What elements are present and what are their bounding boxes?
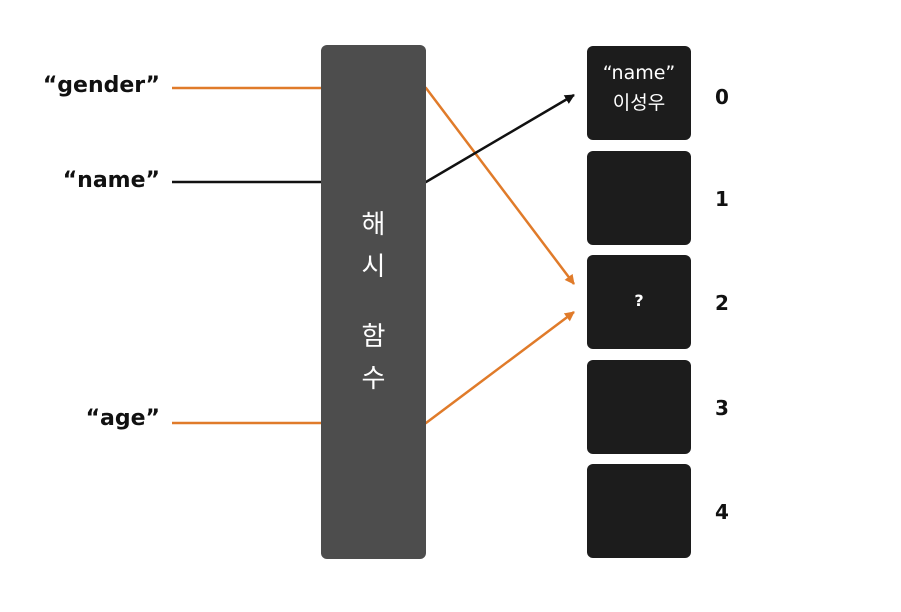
key-age: “age”: [85, 406, 160, 431]
bucket-0-value: 이성우: [612, 92, 666, 114]
bucket-1: [587, 151, 691, 245]
index-2: 2: [715, 291, 729, 315]
bucket-2: ?: [587, 255, 691, 349]
key-gender: “gender”: [42, 73, 160, 98]
gender-arrow: [172, 86, 575, 285]
hash-function-box: 해 시 함 수: [321, 45, 426, 559]
index-4: 4: [715, 500, 729, 524]
bucket-0-key: “name”: [602, 62, 676, 84]
index-0: 0: [715, 85, 729, 109]
index-3: 3: [715, 396, 729, 420]
hash-label-char-1: 해: [361, 210, 386, 240]
hash-label-char-4: 수: [361, 364, 386, 394]
bucket-4: [587, 464, 691, 558]
bucket-3: [587, 360, 691, 454]
name-arrow: [172, 93, 575, 184]
index-1: 1: [715, 187, 729, 211]
bucket-2-placeholder: ?: [634, 291, 644, 310]
hash-label-char-3: 함: [361, 322, 386, 352]
hash-label-char-2: 시: [361, 252, 386, 282]
age-arrow: [172, 311, 575, 425]
bucket-0: “name” 이성우: [587, 46, 691, 140]
key-name: “name”: [62, 168, 160, 193]
